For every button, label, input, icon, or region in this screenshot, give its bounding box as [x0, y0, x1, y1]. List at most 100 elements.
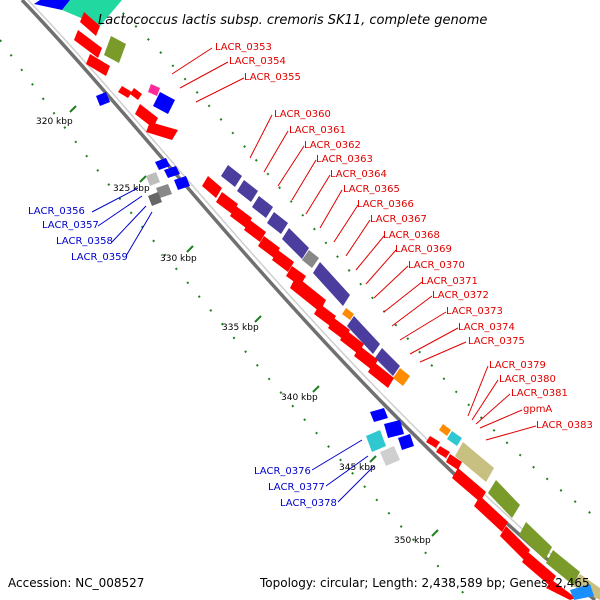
cog-gray-block	[302, 250, 319, 268]
gene-label[interactable]: LACR_0362	[304, 140, 361, 151]
gene-label[interactable]: gpmA	[523, 404, 552, 415]
gene-label[interactable]: LACR_0374	[458, 322, 515, 333]
cds-arrow	[354, 346, 378, 370]
cds-arrow	[272, 250, 294, 272]
gene-label[interactable]: LACR_0365	[343, 184, 400, 195]
cds-arrow	[426, 436, 440, 448]
kbp-label: 320 kbp	[36, 117, 73, 127]
cog-purple-block	[282, 228, 309, 259]
cds-arrow	[446, 454, 462, 470]
cds-arrow	[290, 276, 326, 312]
cog-purple-block	[347, 316, 380, 354]
cog-ring-outer	[62, 0, 600, 600]
cog-ring-inner	[146, 172, 400, 466]
cog-olive-block	[546, 550, 580, 585]
cog-gray-block	[380, 446, 400, 466]
cds-arrow	[546, 580, 576, 600]
cog-gray-block	[156, 184, 172, 198]
gene-label[interactable]: LACR_0358	[56, 236, 113, 247]
gene-label[interactable]: LACR_0379	[489, 360, 546, 371]
gene-label[interactable]: LACR_0366	[357, 199, 414, 210]
cds-arrow	[452, 468, 486, 502]
cog-blue-block	[153, 92, 175, 114]
gene-label[interactable]: LACR_0371	[421, 276, 478, 287]
gene-label[interactable]: LACR_0383	[536, 420, 593, 431]
kbp-label: 335 kbp	[222, 323, 259, 333]
cog-olive-block	[488, 480, 520, 518]
gene-label[interactable]: LACR_0356	[28, 206, 85, 217]
cog-purple-block	[313, 262, 350, 306]
cog-gray-block	[148, 192, 162, 206]
cog-orange-block	[393, 368, 410, 386]
cds-arrow	[86, 54, 110, 76]
cds-arrow	[244, 220, 266, 242]
kbp-ticks	[69, 105, 439, 537]
cog-cyan-block	[447, 431, 462, 446]
gene-label[interactable]: LACR_0376	[254, 466, 311, 477]
gene-label[interactable]: LACR_0361	[289, 125, 346, 136]
cds-arrow	[384, 420, 404, 438]
gene-label[interactable]: LACR_0364	[330, 169, 387, 180]
forward-cds-track	[74, 12, 576, 600]
cds-arrow	[164, 166, 180, 178]
cds-arrow	[74, 30, 102, 58]
gene-label[interactable]: LACR_0355	[244, 72, 301, 83]
gene-label[interactable]: LACR_0357	[42, 220, 99, 231]
cog-orange-block	[439, 424, 451, 436]
kbp-label: 345 kbp	[339, 463, 376, 473]
cog-olive-block	[104, 36, 126, 63]
cog-purple-block	[221, 165, 242, 187]
gene-label[interactable]: LACR_0381	[511, 388, 568, 399]
gene-label[interactable]: LACR_0368	[383, 230, 440, 241]
cds-arrow	[96, 92, 110, 106]
gene-label[interactable]: LACR_0369	[395, 244, 452, 255]
kbp-label: 325 kbp	[113, 184, 150, 194]
cds-arrow	[155, 158, 170, 170]
gene-label[interactable]: LACR_0359	[71, 252, 128, 263]
cog-olive-block	[519, 522, 552, 560]
cog-purple-block	[375, 348, 400, 376]
forward-gene-labels: LACR_0353 LACR_0354 LACR_0355 LACR_0360 …	[215, 42, 593, 431]
cds-arrow	[436, 446, 450, 458]
gene-label[interactable]: LACR_0373	[446, 306, 503, 317]
reverse-cds-track	[34, 0, 594, 600]
cds-arrow	[398, 434, 414, 450]
cog-orange-block	[342, 308, 354, 320]
reverse-gene-labels: LACR_0356 LACR_0357 LACR_0358 LACR_0359 …	[28, 206, 337, 509]
cog-khaki-block	[455, 442, 494, 482]
cds-arrow	[340, 330, 364, 354]
kbp-label: 340 kbp	[281, 393, 318, 403]
cds-arrow	[216, 192, 238, 214]
cds-arrow	[522, 552, 556, 586]
gene-label[interactable]: LACR_0378	[280, 498, 337, 509]
cds-arrow	[370, 408, 388, 422]
cog-purple-block	[252, 196, 273, 218]
cog-magenta-block	[148, 84, 160, 96]
cds-arrow	[34, 0, 70, 10]
gene-label[interactable]: LACR_0367	[370, 214, 427, 225]
gene-label[interactable]: LACR_0380	[499, 374, 556, 385]
cog-gray-block	[146, 172, 160, 186]
accession-text: Accession: NC_008527	[8, 576, 144, 590]
cog-teal-block	[62, 0, 122, 26]
cds-arrow	[174, 176, 190, 190]
gene-label[interactable]: LACR_0377	[268, 482, 325, 493]
cds-arrow	[474, 496, 508, 532]
gene-label[interactable]: LACR_0353	[215, 42, 272, 53]
gene-label[interactable]: LACR_0370	[408, 260, 465, 271]
cds-arrow	[500, 526, 530, 560]
gene-label[interactable]: LACR_0372	[432, 290, 489, 301]
cog-purple-block	[237, 180, 258, 202]
cds-arrow	[258, 236, 280, 258]
gene-label[interactable]: LACR_0375	[468, 336, 525, 347]
gene-label[interactable]: LACR_0360	[274, 109, 331, 120]
cog-cyan-block	[366, 430, 386, 452]
gene-label[interactable]: LACR_0363	[316, 154, 373, 165]
kbp-label: 330 kbp	[160, 254, 197, 264]
kbp-label: 350 kbp	[394, 536, 431, 546]
cog-purple-block	[267, 212, 288, 234]
cds-arrow	[130, 88, 142, 100]
cds-arrow	[118, 86, 132, 98]
gene-label[interactable]: LACR_0354	[229, 56, 286, 67]
